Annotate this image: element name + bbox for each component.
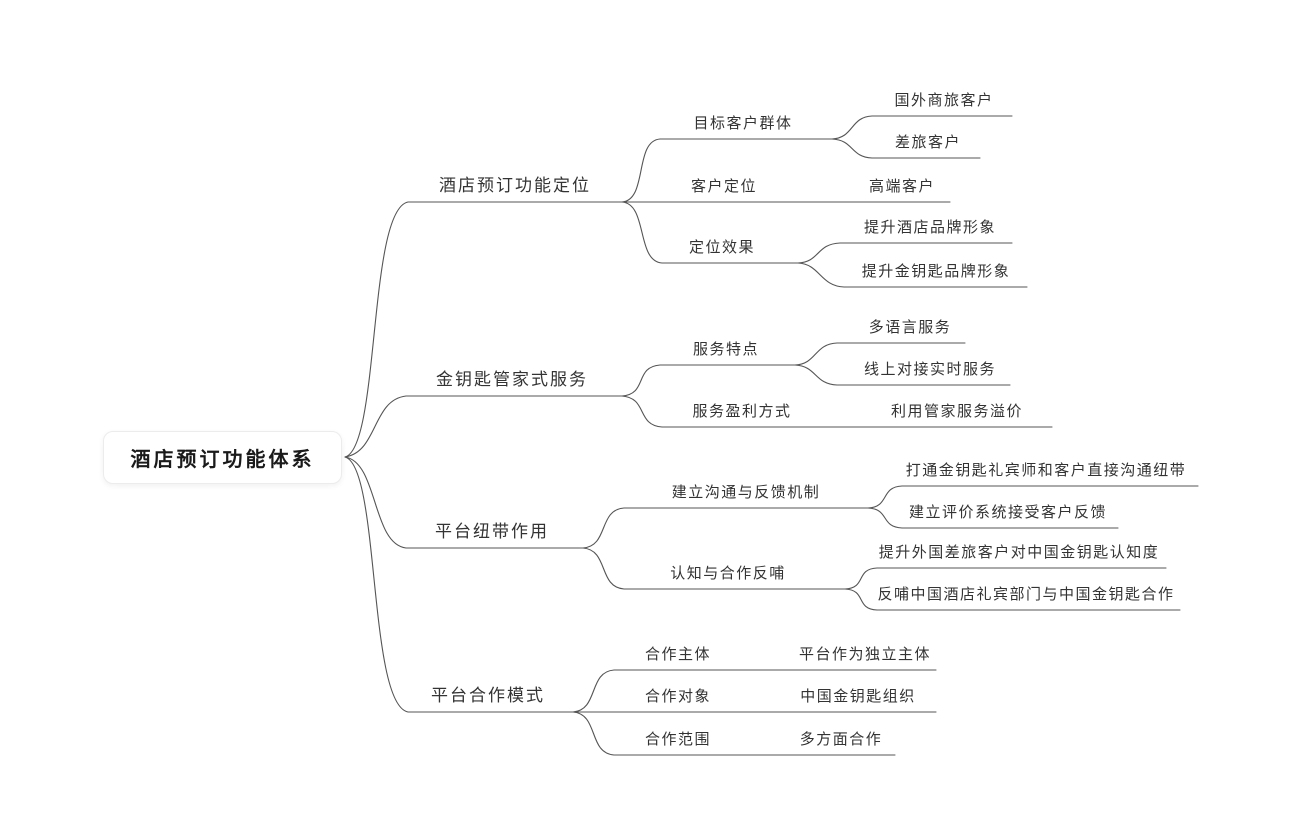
connector-b4-cooperation-scope [572, 711, 896, 756]
branch-platform-link-role[interactable]: 平台纽带作用 [435, 522, 549, 541]
branch-hotel-booking-positioning[interactable]: 酒店预订功能定位 [439, 176, 591, 195]
connector-b1-target-customers [621, 138, 833, 203]
connector-target-overseas [831, 115, 1013, 140]
node-cognition-cooperation-feedback[interactable]: 认知与合作反哺 [670, 565, 786, 582]
connector-cog-feedback-cooperation [844, 588, 1181, 611]
leaf-multi-aspect-cooperation[interactable]: 多方面合作 [799, 731, 883, 748]
connector-b3-cognition-feedback [582, 547, 846, 590]
leaf-platform-independent-subject[interactable]: 平台作为独立主体 [798, 646, 932, 663]
node-target-customer-group[interactable]: 目标客户群体 [693, 115, 793, 132]
leaf-online-realtime-service[interactable]: 线上对接实时服务 [863, 361, 997, 378]
leaf-business-travel-customers[interactable]: 差旅客户 [894, 134, 962, 151]
node-cooperation-object[interactable]: 合作对象 [644, 688, 712, 705]
connector-target-business-travel [831, 138, 981, 159]
connector-b2-service-features [621, 364, 796, 397]
connector-effect-goldenkey-brand [797, 262, 1028, 288]
leaf-multilingual-service[interactable]: 多语言服务 [868, 319, 952, 336]
connector-root-branch1 [344, 201, 623, 458]
node-positioning-effect[interactable]: 定位效果 [688, 239, 756, 256]
branch-golden-key-butler-service[interactable]: 金钥匙管家式服务 [436, 370, 588, 389]
connector-effect-hotel-brand [797, 242, 1013, 264]
branch-platform-cooperation-model[interactable]: 平台合作模式 [431, 686, 545, 705]
leaf-high-end-customers[interactable]: 高端客户 [868, 178, 936, 195]
connector-b4-cooperation-subject [572, 669, 937, 713]
leaf-enhance-golden-key-brand-image[interactable]: 提升金钥匙品牌形象 [861, 263, 1011, 280]
leaf-butler-service-premium[interactable]: 利用管家服务溢价 [890, 403, 1024, 420]
connector-root-branch2 [344, 395, 623, 458]
root-node[interactable]: 酒店预订功能体系 [103, 431, 342, 484]
node-service-features[interactable]: 服务特点 [692, 341, 760, 358]
leaf-feedback-china-cooperation[interactable]: 反哺中国酒店礼宾部门与中国金钥匙合作 [877, 586, 1175, 603]
connector-b2-profit-model [621, 395, 1053, 428]
node-communication-feedback-mechanism[interactable]: 建立沟通与反馈机制 [671, 484, 821, 501]
connector-b3-communication-mechanism [582, 507, 869, 549]
connector-root-branch3 [344, 456, 584, 549]
node-service-profit-model[interactable]: 服务盈利方式 [692, 403, 792, 420]
node-cooperation-scope[interactable]: 合作范围 [644, 731, 712, 748]
leaf-enhance-hotel-brand-image[interactable]: 提升酒店品牌形象 [863, 219, 997, 236]
connector-root-branch4 [344, 456, 574, 713]
leaf-direct-communication-bond[interactable]: 打通金钥匙礼宾师和客户直接沟通纽带 [905, 462, 1187, 479]
connector-features-multilingual [794, 342, 966, 366]
connector-comm-direct-bond [867, 485, 1199, 509]
leaf-overseas-business-travel-customers[interactable]: 国外商旅客户 [894, 92, 994, 109]
connector-features-online-realtime [794, 364, 1011, 386]
node-cooperation-subject[interactable]: 合作主体 [644, 646, 712, 663]
leaf-raise-golden-key-awareness[interactable]: 提升外国差旅客户对中国金钥匙认知度 [878, 544, 1160, 561]
leaf-china-golden-key-organization[interactable]: 中国金钥匙组织 [800, 688, 916, 705]
connector-comm-evaluation-system [867, 507, 1119, 529]
node-customer-positioning[interactable]: 客户定位 [690, 178, 758, 195]
connector-cog-awareness [844, 567, 1167, 590]
connector-b1-positioning-effect [621, 201, 799, 264]
leaf-evaluation-system-feedback[interactable]: 建立评价系统接受客户反馈 [908, 504, 1108, 521]
